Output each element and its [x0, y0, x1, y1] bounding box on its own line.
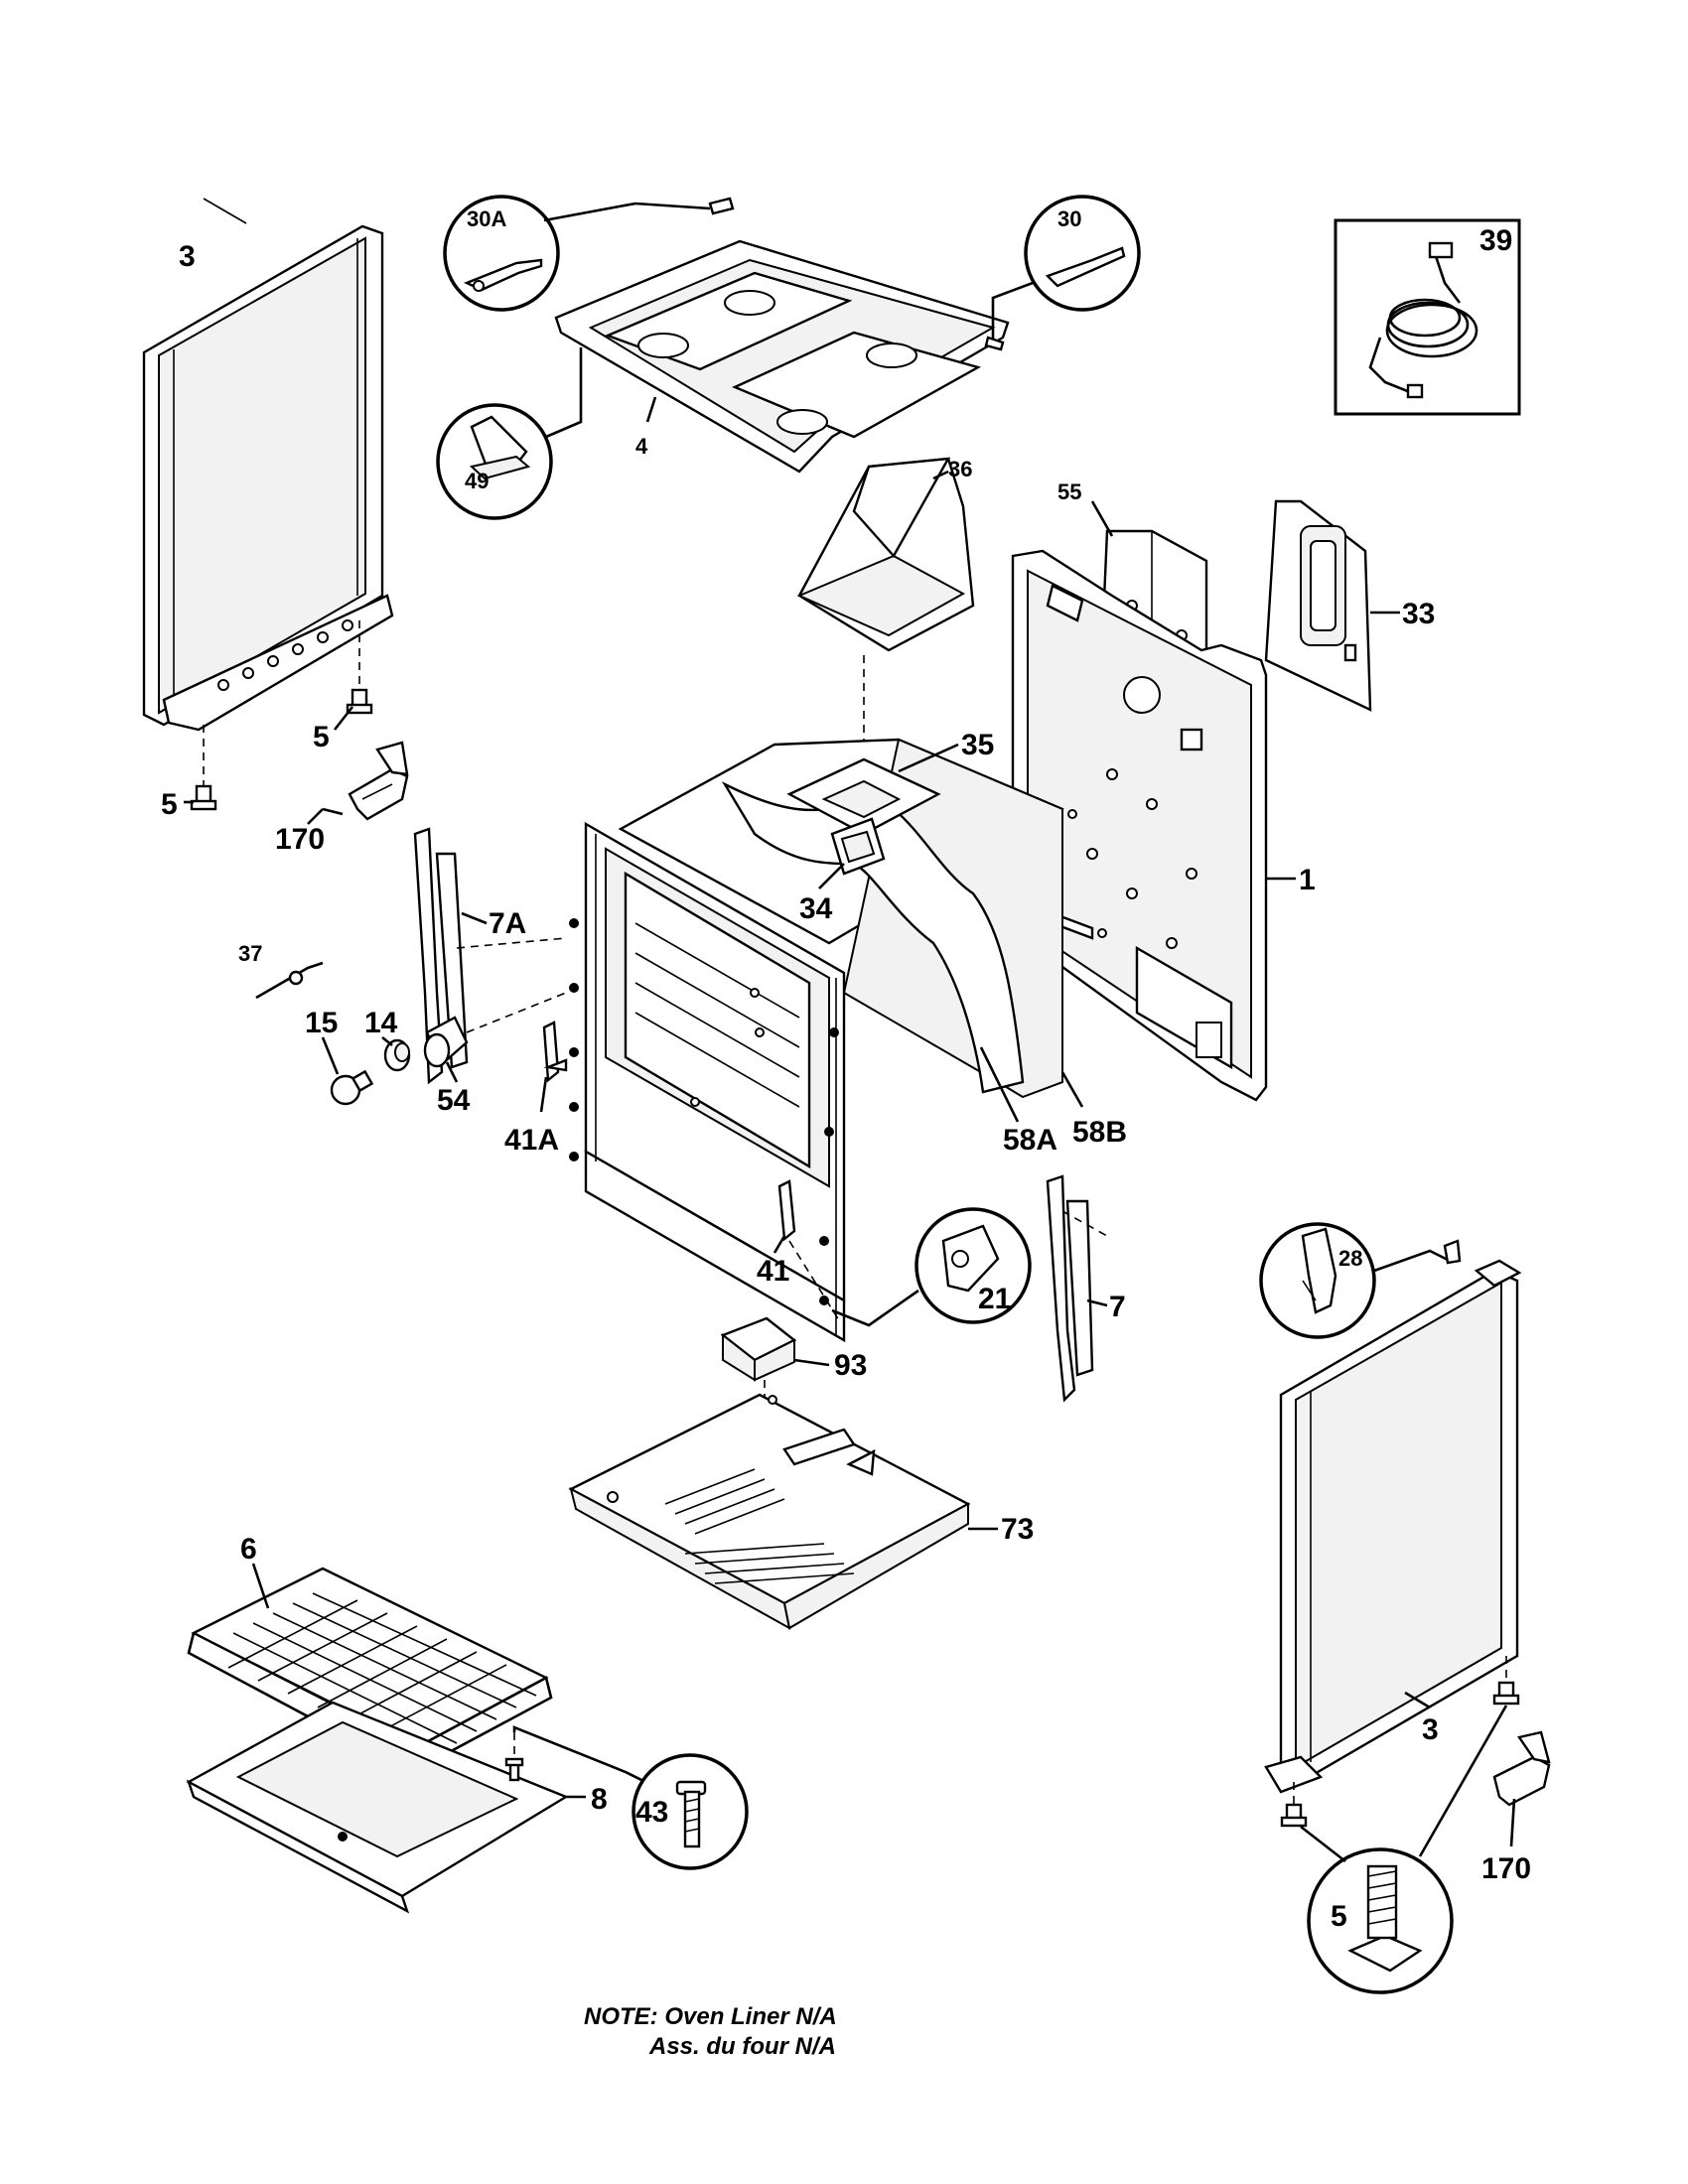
- oven-cavity: [584, 738, 1064, 1343]
- label-49: 49: [465, 469, 489, 493]
- label-15: 15: [305, 1007, 338, 1039]
- callout-5-leveling-leg: [1307, 1847, 1454, 1994]
- leveling-leg-left-b: [190, 784, 217, 811]
- bracket-41a: [542, 1021, 568, 1083]
- label-34: 34: [799, 892, 833, 925]
- back-panel: [1011, 549, 1268, 1102]
- anti-tip-bracket-left: [348, 741, 409, 821]
- bracket-41: [777, 1179, 796, 1242]
- side-panel-left-holes: [217, 619, 353, 691]
- label-28: 28: [1338, 1246, 1362, 1271]
- vent-duct: [796, 457, 975, 652]
- note-line-2: Ass. du four N/A: [649, 2033, 837, 2060]
- note-line-1: NOTE: Oven Liner N/A: [584, 2003, 837, 2030]
- lamp-lens-54: [423, 1016, 469, 1068]
- label-7a: 7A: [489, 907, 526, 940]
- label-4: 4: [635, 434, 648, 459]
- burner-slots: [664, 1468, 855, 1584]
- callout-28: [1259, 1222, 1376, 1339]
- callout-49: [436, 403, 553, 520]
- label-1: 1: [1299, 864, 1316, 896]
- label-8: 8: [591, 1783, 608, 1816]
- frame-screws: [569, 918, 839, 1305]
- label-3-top: 3: [179, 240, 196, 273]
- cooktop-main-top: [554, 239, 1010, 474]
- label-170-b: 170: [1481, 1852, 1531, 1885]
- anti-tip-bracket-right: [1492, 1730, 1551, 1807]
- label-39: 39: [1479, 224, 1512, 257]
- label-6: 6: [240, 1533, 257, 1566]
- burner-box-73: [568, 1393, 971, 1630]
- hinge-receiver-7a: [413, 827, 469, 1085]
- duct-34: [830, 817, 886, 876]
- label-41a: 41A: [504, 1124, 559, 1157]
- rack-wires: [212, 1592, 537, 1756]
- label-14: 14: [364, 1007, 398, 1039]
- label-33: 33: [1402, 598, 1435, 630]
- label-58b: 58B: [1072, 1116, 1127, 1149]
- lamp-bulb-15: [330, 1069, 374, 1106]
- wire-37: [255, 961, 324, 1000]
- hinge-receiver-7: [1046, 1174, 1094, 1403]
- label-35: 35: [961, 729, 994, 761]
- label-73: 73: [1001, 1513, 1034, 1546]
- label-30: 30: [1057, 206, 1081, 231]
- label-5-a: 5: [313, 721, 330, 753]
- label-21: 21: [978, 1283, 1011, 1315]
- leveling-leg-right-b: [1280, 1803, 1308, 1828]
- power-cord-box: [1334, 218, 1521, 416]
- label-37: 37: [238, 941, 262, 966]
- leveling-leg-left-a: [346, 688, 373, 715]
- label-3-bottom: 3: [1422, 1713, 1439, 1746]
- label-5-c: 5: [1331, 1900, 1347, 1933]
- callout-43: [632, 1753, 749, 1870]
- callout-30: [1024, 195, 1141, 312]
- screw-43-small: [504, 1757, 524, 1782]
- label-36: 36: [948, 457, 972, 481]
- label-7: 7: [1109, 1291, 1126, 1323]
- leveling-leg-right-a: [1492, 1681, 1520, 1706]
- label-30a: 30A: [467, 206, 506, 231]
- bracket-93: [720, 1316, 797, 1382]
- label-55: 55: [1057, 479, 1081, 504]
- label-93: 93: [834, 1349, 867, 1382]
- callout-21: [914, 1207, 1032, 1324]
- label-5-b: 5: [161, 788, 178, 821]
- lamp-socket-14: [383, 1038, 411, 1072]
- side-panel-right: [1264, 1259, 1522, 1794]
- label-41: 41: [757, 1255, 789, 1288]
- panel-33: [1264, 499, 1372, 712]
- side-panel-left: [142, 224, 394, 732]
- label-43: 43: [635, 1796, 668, 1829]
- plate-35: [786, 757, 941, 836]
- label-170-a: 170: [275, 823, 325, 856]
- callout-30a: [443, 195, 560, 312]
- label-58a: 58A: [1003, 1124, 1057, 1157]
- broiler-drawer-8: [186, 1701, 569, 1914]
- label-54: 54: [437, 1084, 471, 1117]
